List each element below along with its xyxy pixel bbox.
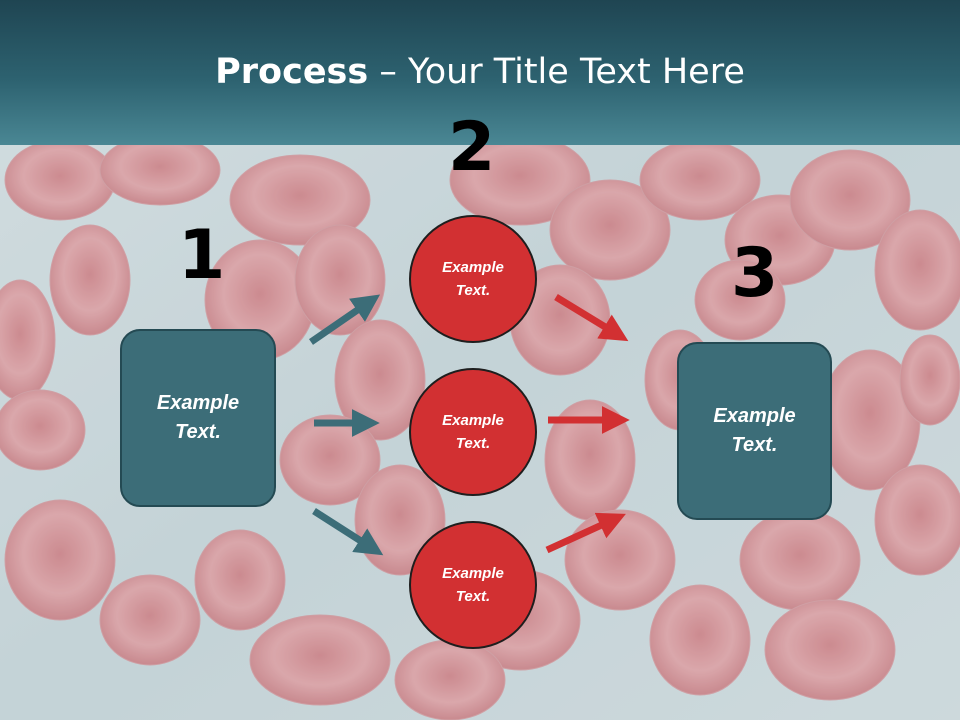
circle-step-3[interactable]: Example Text.: [409, 521, 537, 649]
arrow-to-circle-1: [309, 294, 381, 345]
slide-title: Process – Your Title Text Here: [0, 52, 960, 92]
title-bold: Process: [215, 52, 369, 92]
circle-3-text: Example Text.: [442, 564, 504, 605]
arrow-from-circle-3: [545, 512, 626, 554]
step-number-3: 3: [731, 234, 779, 313]
circle-1-text: Example Text.: [442, 258, 504, 299]
title-rest: – Your Title Text Here: [368, 52, 745, 92]
step-number-1: 1: [178, 216, 226, 295]
circle-2-text: Example Text.: [442, 411, 504, 452]
input-box[interactable]: Example Text.: [120, 329, 276, 507]
circle-step-1[interactable]: Example Text.: [409, 215, 537, 343]
input-box-text: Example Text.: [156, 392, 240, 443]
output-box-text: Example Text.: [713, 405, 796, 456]
step-number-2: 2: [448, 108, 496, 187]
circle-step-2[interactable]: Example Text.: [409, 368, 537, 496]
arrow-from-circle-1: [554, 294, 629, 342]
output-box[interactable]: Example Text.: [677, 342, 832, 520]
arrow-to-circle-3: [312, 508, 384, 556]
title-bar: [0, 0, 960, 145]
